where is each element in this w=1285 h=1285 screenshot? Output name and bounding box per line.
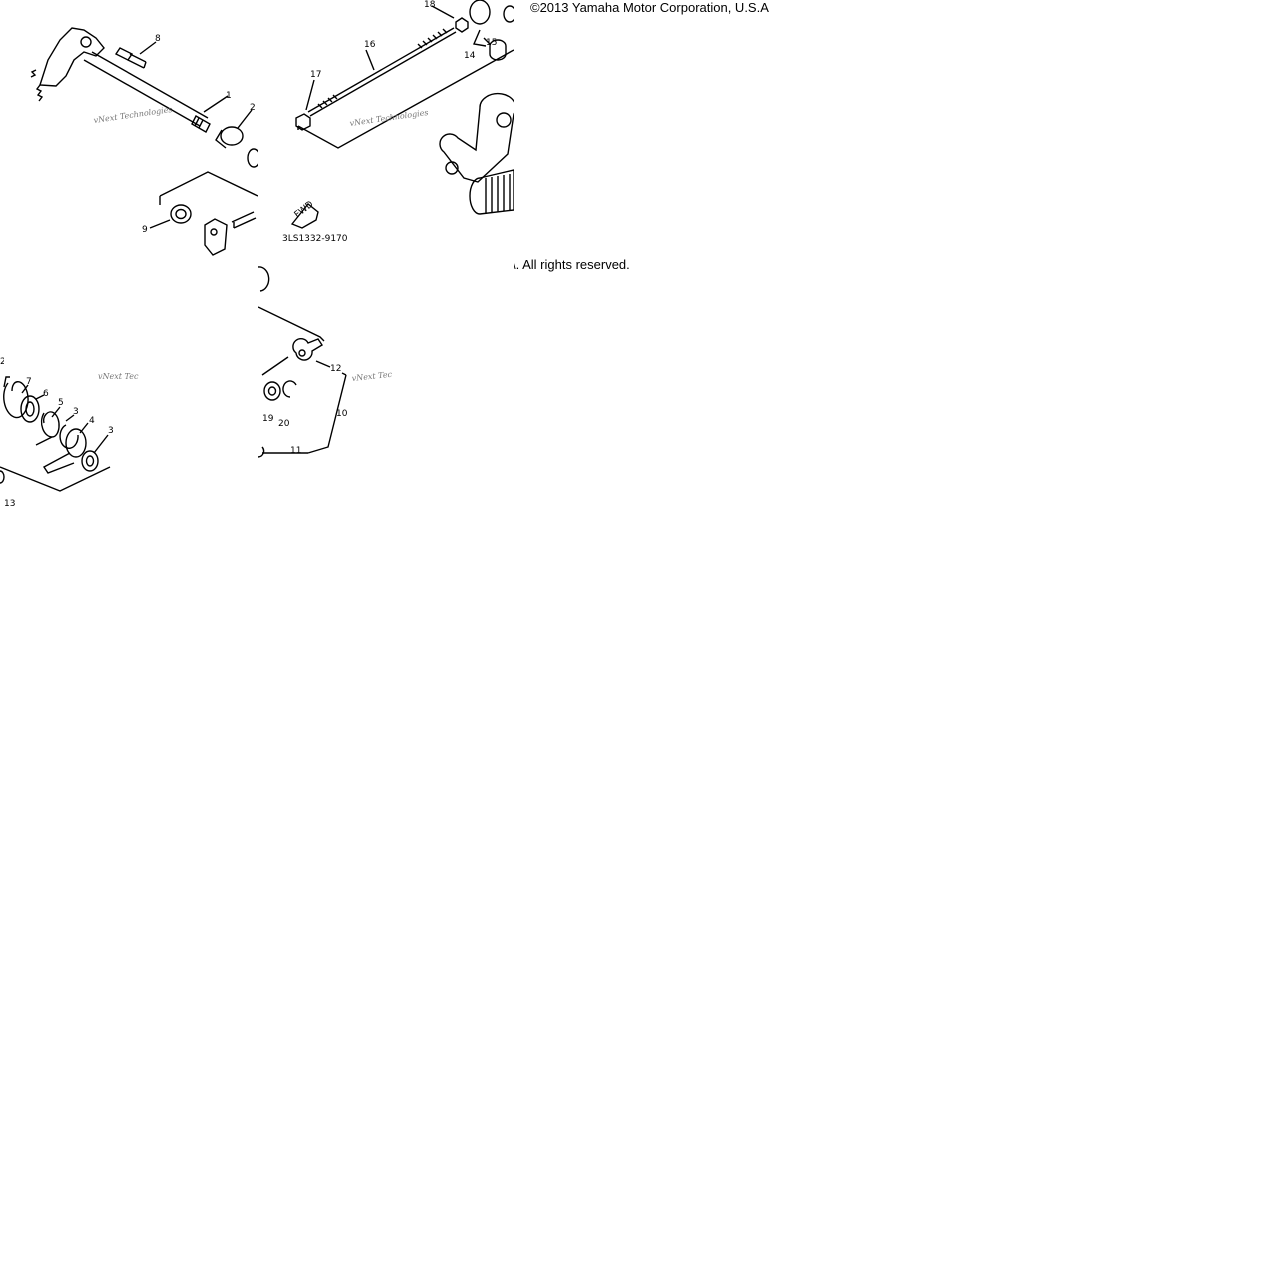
part-number-19: 19 xyxy=(262,414,274,424)
diagram-tile-springs: 7 6 5 3 4 3 13 vNext Tec xyxy=(0,257,258,514)
part-number-20: 20 xyxy=(278,419,290,429)
watermark-text: vNext Tec xyxy=(98,372,139,381)
drawing-code: 3LS1332-9170 xyxy=(282,234,348,244)
diagram-tile-shift-rod: 16 17 18 14 15 FWD 3LS1332-9170 vNext Te… xyxy=(258,0,514,257)
copyright-text-top: ©2013 Yamaha Motor Corporation, U.S.A xyxy=(530,0,769,15)
part-number-18: 18 xyxy=(424,0,436,10)
part-number-6: 6 xyxy=(43,389,49,399)
part-number-12: 12 xyxy=(330,364,341,374)
copyright-text-bottom: \. All rights reserved. xyxy=(512,257,630,272)
part-number-1: 1 xyxy=(226,91,232,101)
diagram-tile-joint: 12 10 19 20 11 vNext Tec xyxy=(258,257,514,514)
part-number-13: 13 xyxy=(4,499,15,509)
part-number-16: 16 xyxy=(364,40,376,50)
shift-shaft-drawing: 1 2 8 9 vNext Technologies xyxy=(30,27,258,256)
part-number-7: 7 xyxy=(26,377,32,387)
part-number-15: 15 xyxy=(486,38,497,48)
watermark-text: vNext Tec xyxy=(351,370,393,383)
part-number-9: 9 xyxy=(142,225,148,235)
part-number-3a: 3 xyxy=(73,407,79,417)
part-number-11: 11 xyxy=(290,446,301,456)
watermark-text: vNext Technologies xyxy=(93,105,173,125)
joint-drawing: 12 10 19 20 11 vNext Tec xyxy=(258,266,393,458)
springs-drawing: 7 6 5 3 4 3 13 vNext Tec xyxy=(0,372,139,509)
part-number-2: 2 xyxy=(250,103,256,113)
part-number-3b: 3 xyxy=(108,426,114,436)
diagram-tile-shift-shaft: 1 2 8 9 vNext Technologies xyxy=(0,0,258,257)
part-number-4: 4 xyxy=(89,416,95,426)
shift-rod-drawing: 16 17 18 14 15 FWD 3LS1332-9170 vNext Te… xyxy=(282,0,514,244)
fwd-arrow-label: FWD xyxy=(293,200,316,221)
part-number-17: 17 xyxy=(310,70,321,80)
part-number-10: 10 xyxy=(336,409,348,419)
watermark-text: vNext Technologies xyxy=(349,108,429,128)
part-number-2-partial: 2 xyxy=(0,357,4,367)
part-number-14: 14 xyxy=(464,51,476,61)
part-number-8: 8 xyxy=(155,34,161,44)
part-number-5: 5 xyxy=(58,398,64,408)
